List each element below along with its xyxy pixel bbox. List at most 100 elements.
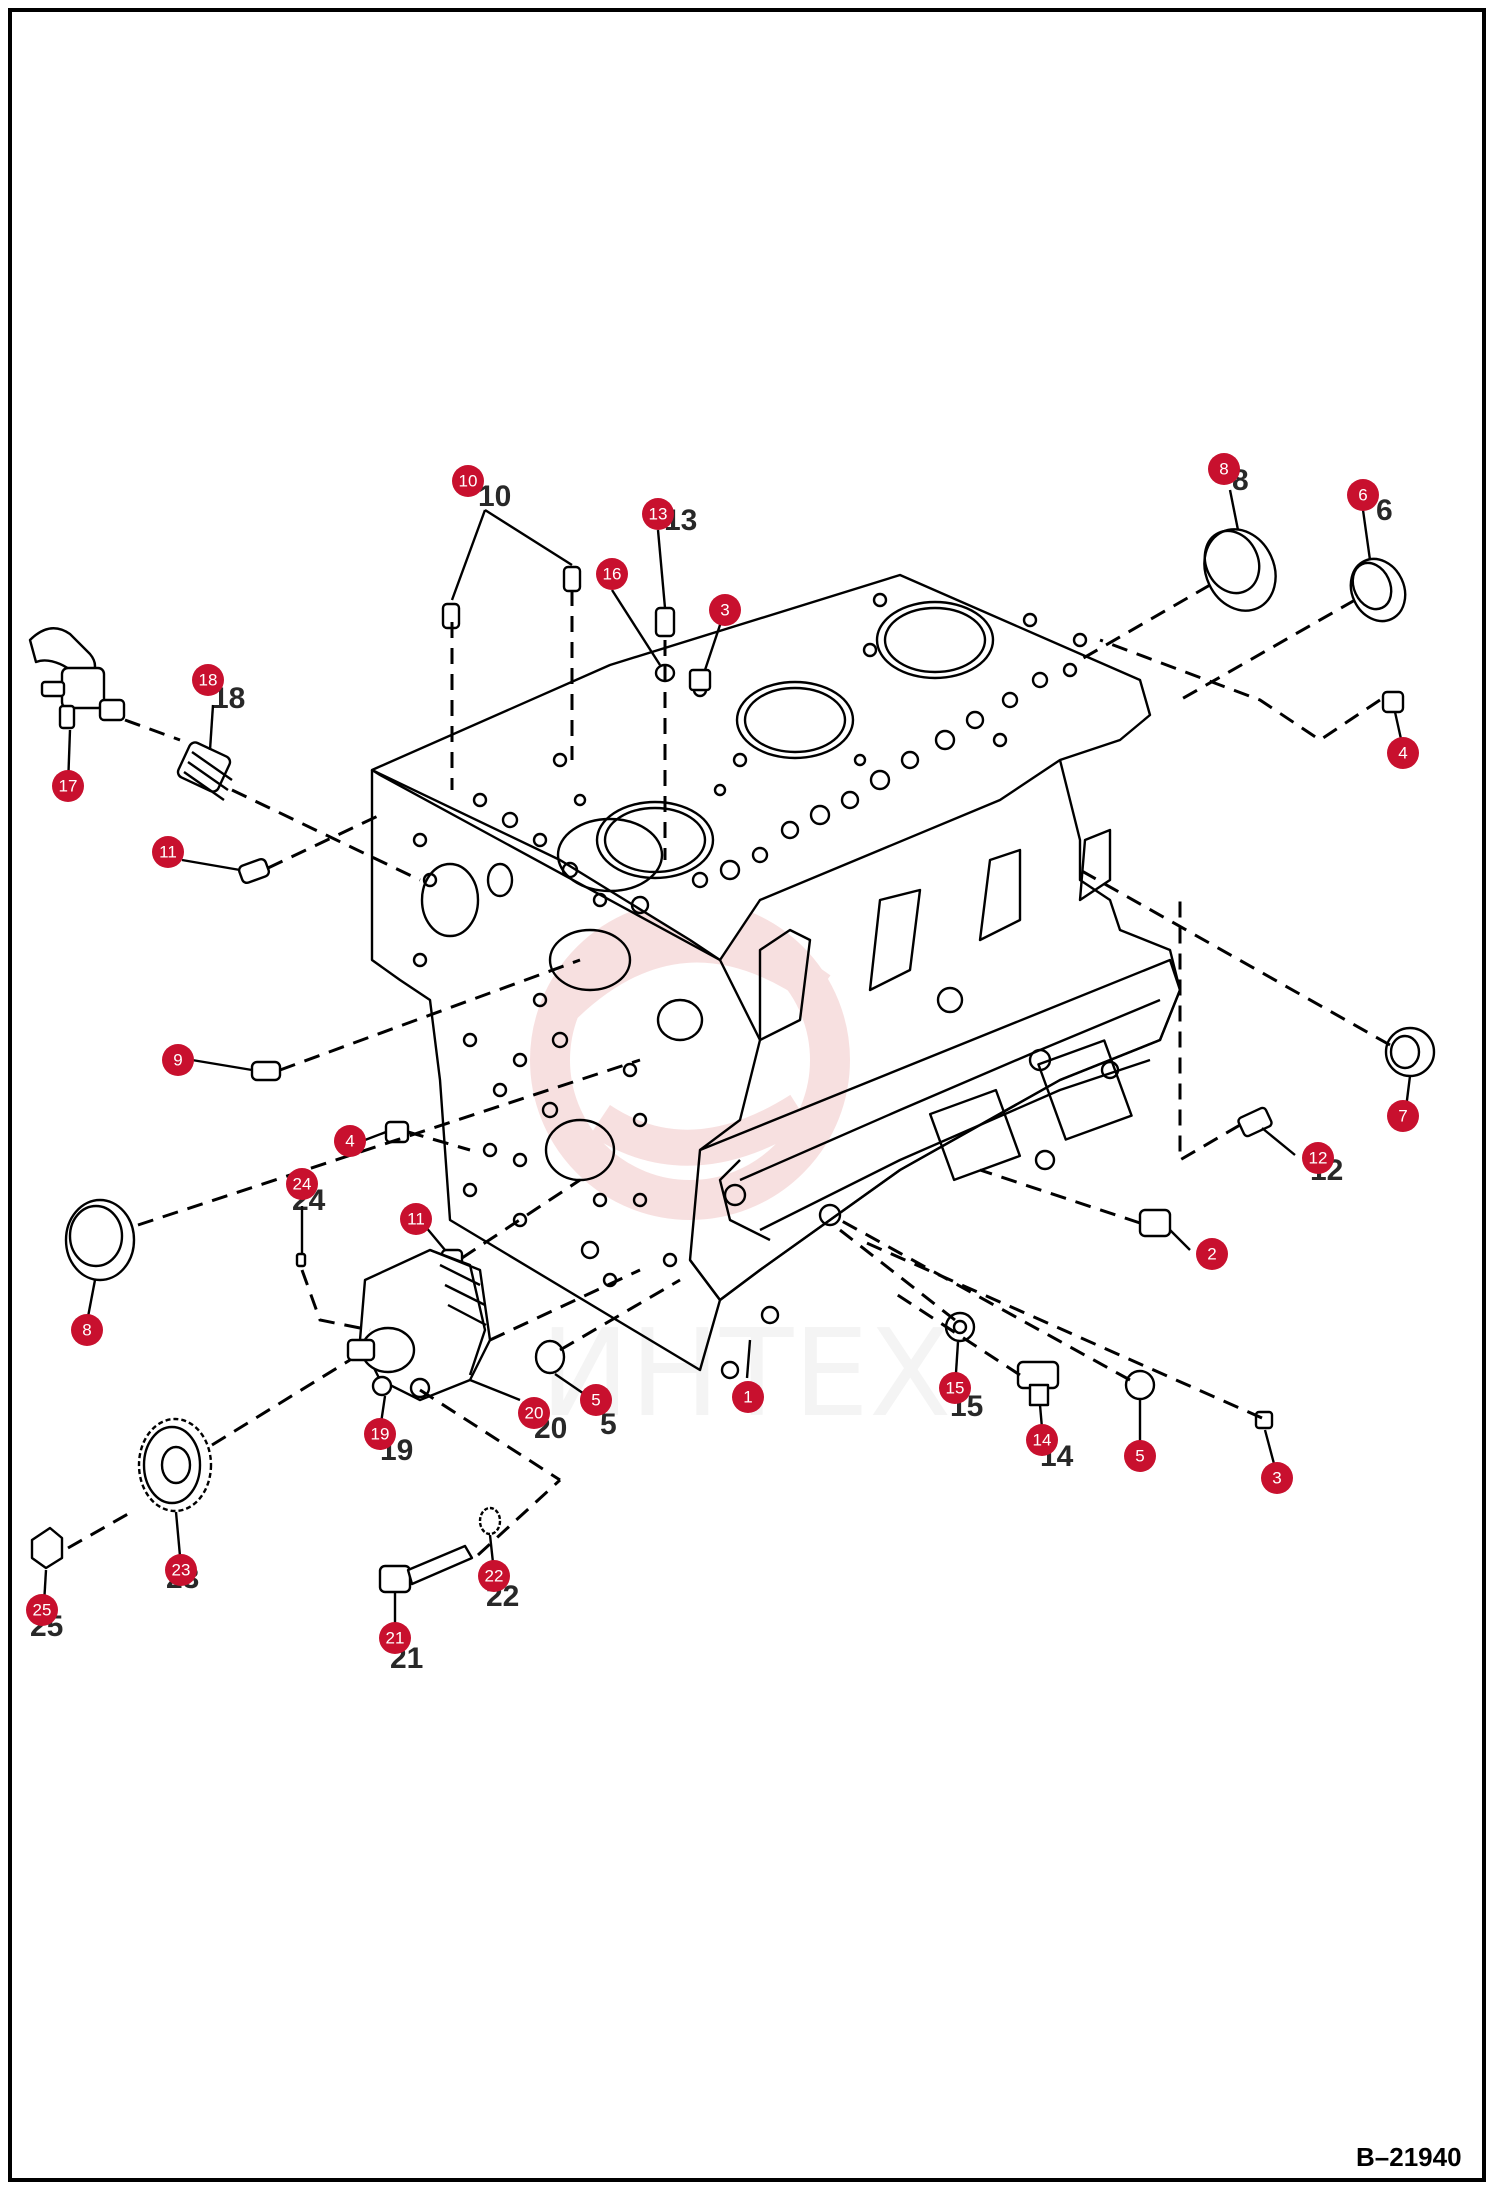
callout-bubble (518, 1397, 550, 1429)
callout-17: 17 (52, 770, 84, 802)
callout-15: 15 (939, 1372, 971, 1404)
callout-bubble (26, 1594, 58, 1626)
seal-6 (1349, 557, 1407, 623)
gear-23 (137, 1417, 213, 1513)
callout-number: 11 (407, 1210, 425, 1229)
pin-11-upper (237, 857, 271, 885)
callout-bubble (286, 1168, 318, 1200)
svg-text:6: 6 (1376, 494, 1393, 527)
callout-number: 4 (345, 1132, 354, 1151)
drawing-frame (8, 8, 1486, 2182)
callout-bubble (1026, 1424, 1058, 1456)
plug-2 (1138, 1208, 1172, 1238)
callout-bubble (52, 770, 84, 802)
plug-4-right (1381, 690, 1405, 714)
callout-number: 2 (1207, 1245, 1216, 1264)
callout-4: 4 (334, 1125, 366, 1157)
callout-number: 5 (1135, 1447, 1144, 1466)
drain-cock-17 (28, 627, 126, 730)
callout-bubble (162, 1044, 194, 1076)
callout-bubble (1387, 1100, 1419, 1132)
callout-bubble (1387, 737, 1419, 769)
callout-bubble (192, 664, 224, 696)
oil-pump-20 (346, 1248, 492, 1402)
callout-bubble (334, 1125, 366, 1157)
fitting-18 (176, 741, 233, 801)
callout-16: 16 (596, 558, 628, 590)
callout-bubble (452, 465, 484, 497)
deck-holes (472, 592, 1088, 915)
callout-18: 18 (192, 664, 224, 696)
watermark-text: ИНТЕХ (540, 1305, 951, 1444)
callout-13: 13 (642, 498, 674, 530)
callout-bubble (478, 1560, 510, 1592)
callout-bubble (1302, 1142, 1334, 1174)
callout-11: 11 (152, 836, 184, 868)
callout-7: 7 (1387, 1100, 1419, 1132)
callout-3: 3 (709, 594, 741, 626)
callout-bubble (1196, 1238, 1228, 1270)
callout-bubble (1261, 1462, 1293, 1494)
callout-21: 21 (379, 1622, 411, 1654)
callout-bubble (379, 1622, 411, 1654)
plug-3-top (688, 668, 712, 692)
pin-10b (562, 565, 582, 593)
callout-bubble (364, 1418, 396, 1450)
callout-bubble (1347, 479, 1379, 511)
callout-2: 2 (1196, 1238, 1228, 1270)
callout-number: 24 (293, 1175, 312, 1194)
pin-9 (250, 1060, 282, 1082)
callout-bubble (165, 1554, 197, 1586)
callout-number: 13 (649, 505, 668, 524)
callout-number: 8 (82, 1321, 91, 1340)
callout-number: 8 (1219, 460, 1228, 479)
svg-text:5: 5 (600, 1408, 617, 1441)
callout-number: 14 (1033, 1431, 1052, 1450)
nut-25 (30, 1526, 64, 1570)
callout-bubble (596, 558, 628, 590)
callout-number: 22 (485, 1567, 504, 1586)
callout-bubble (732, 1381, 764, 1413)
callout-6: 6 (1347, 479, 1379, 511)
callout-number: 6 (1358, 486, 1367, 505)
callout-22: 22 (478, 1560, 510, 1592)
callout-24: 24 (286, 1168, 318, 1200)
callout-5: 5 (580, 1384, 612, 1416)
plug-3-lower (1254, 1410, 1274, 1430)
callout-number: 4 (1398, 744, 1407, 763)
callout-number: 15 (946, 1379, 965, 1398)
callout-number: 3 (720, 601, 729, 620)
callout-number: 25 (33, 1601, 52, 1620)
callout-14: 14 (1026, 1424, 1058, 1456)
callout-3: 3 (1261, 1462, 1293, 1494)
callout-bubble (400, 1203, 432, 1235)
washer-22 (478, 1506, 502, 1536)
callout-number: 20 (525, 1404, 544, 1423)
side-ribs (718, 828, 1161, 1380)
plug-5-right (1124, 1369, 1156, 1401)
callout-number: 12 (1309, 1149, 1328, 1168)
callout-number: 16 (603, 565, 622, 584)
callout-5: 5 (1124, 1440, 1156, 1472)
callout-bubble (71, 1314, 103, 1346)
assembly-lines (67, 583, 1391, 1557)
callout-bubble (642, 498, 674, 530)
plug-8-top (1203, 528, 1277, 612)
callout-number: 10 (459, 472, 478, 491)
callout-9: 9 (162, 1044, 194, 1076)
plug-5-left (534, 1339, 566, 1375)
callout-number: 23 (172, 1561, 191, 1580)
printed-numbers: 10 13 8 6 18 12 24 20 5 15 14 22 25 21 1… (30, 464, 1393, 1675)
callout-25: 25 (26, 1594, 58, 1626)
callout-number: 1 (743, 1388, 752, 1407)
callout-20: 20 (518, 1397, 550, 1429)
callout-number: 11 (159, 843, 177, 862)
plug-8-left (64, 1198, 136, 1282)
callout-bubble (1124, 1440, 1156, 1472)
pin-13 (654, 606, 676, 638)
callout-bubble (580, 1384, 612, 1416)
callout-number: 5 (591, 1391, 600, 1410)
callout-number: 19 (371, 1425, 390, 1444)
callout-number: 17 (59, 777, 78, 796)
callout-4: 4 (1387, 737, 1419, 769)
